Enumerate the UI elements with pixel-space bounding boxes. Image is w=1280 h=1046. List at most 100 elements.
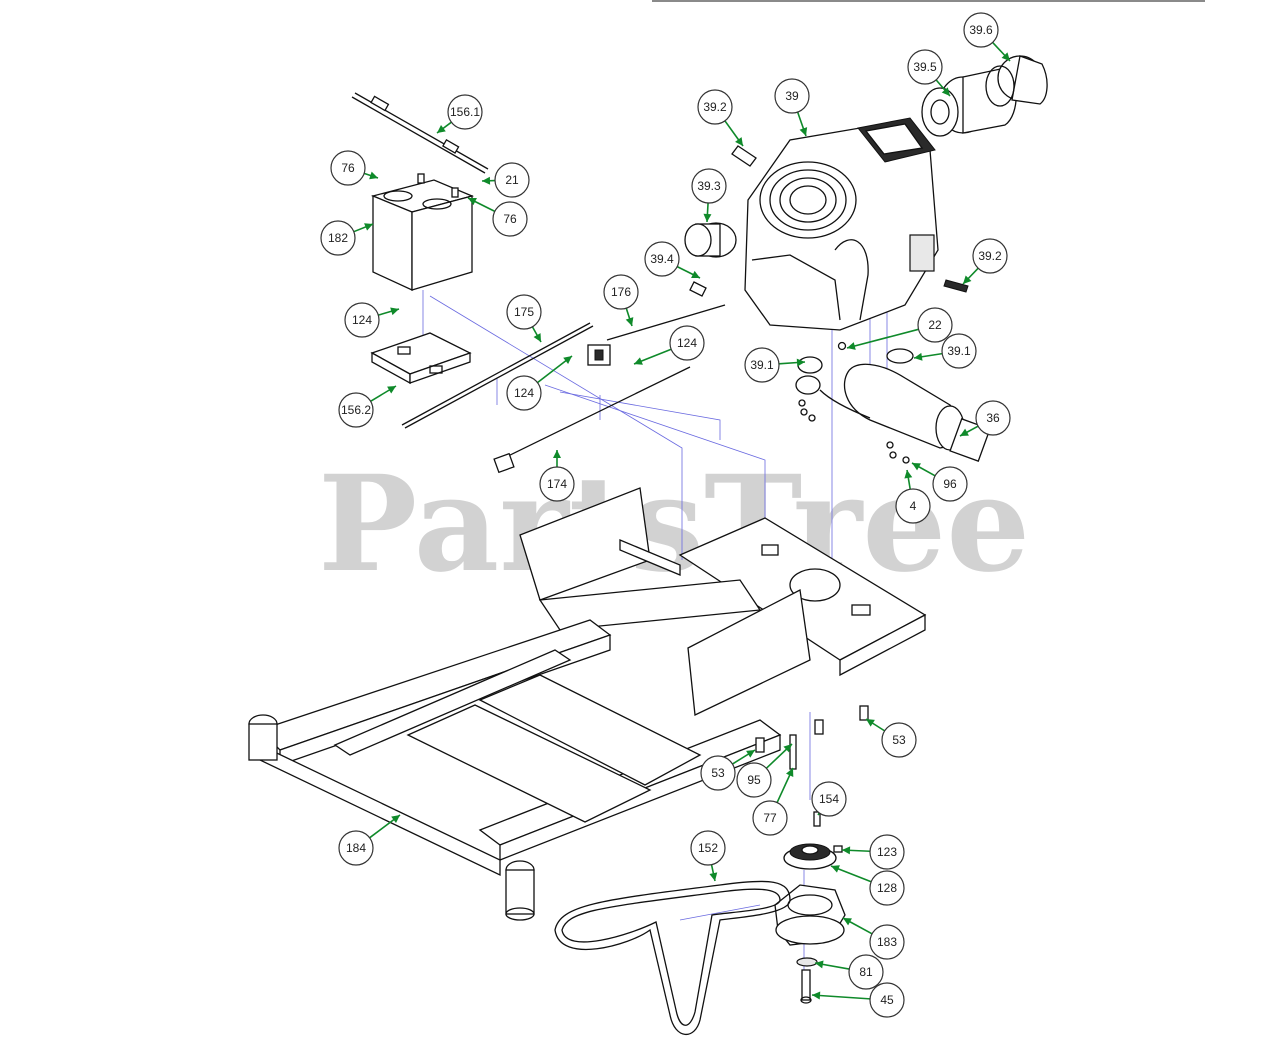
callout-39-2[interactable]: 39.2 — [962, 238, 1008, 285]
leader-arrow — [553, 450, 561, 458]
callout-39-1[interactable]: 39.1 — [744, 347, 806, 383]
callout-123[interactable]: 123 — [841, 834, 905, 870]
callout-4[interactable]: 4 — [895, 469, 931, 524]
leader-arrow — [703, 213, 712, 222]
callout-label: 156.2 — [341, 403, 371, 417]
callout-124[interactable]: 124 — [506, 355, 573, 411]
callout-label: 183 — [877, 935, 897, 949]
callout-label: 152 — [698, 841, 718, 855]
callout-bubble — [848, 954, 884, 990]
leader-arrow — [843, 918, 852, 926]
callout-182[interactable]: 182 — [320, 220, 374, 256]
leader-arrow — [847, 342, 856, 350]
air-filter — [921, 67, 1017, 137]
callout-154[interactable]: 154 — [811, 781, 847, 817]
leader-arrow — [391, 815, 400, 823]
callout-bubble — [603, 274, 639, 310]
callout-bubble — [539, 466, 575, 502]
leader-arrow — [390, 307, 399, 316]
callout-label: 39.1 — [750, 358, 774, 372]
leader-arrow — [625, 317, 634, 326]
callout-bubble — [338, 830, 374, 866]
callout-bubble — [492, 201, 528, 237]
callout-36[interactable]: 36 — [959, 400, 1011, 437]
callout-bubble — [691, 168, 727, 204]
leader-arrow — [866, 719, 875, 727]
callout-label: 81 — [859, 965, 873, 979]
muffler — [795, 348, 991, 462]
callout-152[interactable]: 152 — [690, 830, 726, 882]
callout-95[interactable]: 95 — [736, 743, 793, 798]
callout-bubble — [330, 150, 366, 186]
leader-arrow — [796, 358, 805, 367]
callout-label: 124 — [677, 336, 697, 350]
callout-39-3[interactable]: 39.3 — [691, 168, 727, 223]
callout-77[interactable]: 77 — [752, 767, 794, 836]
callout-label: 96 — [943, 477, 957, 491]
callout-21[interactable]: 21 — [481, 162, 530, 198]
callout-175[interactable]: 175 — [506, 294, 542, 343]
leader-arrow — [799, 127, 808, 136]
battery — [370, 173, 475, 292]
leader-arrow — [533, 333, 541, 342]
callout-bubble — [869, 870, 905, 906]
battery-hold-down-rod — [351, 92, 489, 174]
callout-label: 4 — [910, 499, 917, 513]
callout-39-4[interactable]: 39.4 — [644, 241, 701, 279]
callout-128[interactable]: 128 — [830, 865, 905, 906]
callout-bubble — [811, 781, 847, 817]
callout-bubble — [895, 488, 931, 524]
watermark: PartsTree — [318, 447, 1030, 602]
leader-line — [811, 994, 871, 1000]
callout-label: 176 — [611, 285, 631, 299]
leader-arrow — [904, 470, 913, 479]
callout-bubble — [941, 333, 977, 369]
callout-label: 39.4 — [650, 252, 674, 266]
callout-bubble — [869, 982, 905, 1018]
callout-label: 22 — [928, 318, 942, 332]
callout-176[interactable]: 176 — [603, 274, 639, 327]
callout-label: 39.2 — [978, 249, 1002, 263]
callout-label: 39.1 — [947, 344, 971, 358]
callout-label: 76 — [341, 161, 355, 175]
callout-76[interactable]: 76 — [467, 197, 528, 237]
callout-bubble — [320, 220, 356, 256]
callout-53[interactable]: 53 — [865, 718, 917, 758]
callout-label: 174 — [547, 477, 567, 491]
callout-bubble — [338, 392, 374, 428]
callout-81[interactable]: 81 — [814, 954, 884, 990]
callout-bubble — [736, 762, 772, 798]
callout-bubble — [506, 294, 542, 330]
leader-arrow — [960, 428, 969, 436]
callout-label: 39 — [785, 89, 799, 103]
callout-label: 182 — [328, 231, 348, 245]
callout-39-5[interactable]: 39.5 — [907, 49, 951, 97]
callout-53[interactable]: 53 — [700, 749, 756, 791]
callout-39-1[interactable]: 39.1 — [913, 333, 977, 369]
callout-156-1[interactable]: 156.1 — [436, 94, 483, 134]
leader-arrow — [842, 846, 851, 855]
oil-filter — [684, 222, 737, 258]
callout-22[interactable]: 22 — [846, 307, 953, 350]
leader-arrow — [364, 223, 373, 231]
callout-183[interactable]: 183 — [842, 917, 905, 960]
callout-174[interactable]: 174 — [539, 450, 575, 502]
callout-39[interactable]: 39 — [774, 78, 810, 137]
callout-bubble — [669, 325, 705, 361]
callout-label: 123 — [877, 845, 897, 859]
callout-bubble — [869, 924, 905, 960]
callout-96[interactable]: 96 — [911, 462, 968, 502]
callout-184[interactable]: 184 — [338, 814, 401, 866]
callout-label: 39.2 — [703, 100, 727, 114]
callout-label: 128 — [877, 881, 897, 895]
callout-124[interactable]: 124 — [633, 325, 705, 365]
callout-39-2[interactable]: 39.2 — [697, 89, 744, 147]
callout-39-6[interactable]: 39.6 — [963, 12, 1011, 62]
callout-76[interactable]: 76 — [330, 150, 379, 186]
callout-45[interactable]: 45 — [811, 982, 905, 1018]
callout-124[interactable]: 124 — [344, 302, 400, 338]
leader-arrow — [735, 137, 743, 146]
callout-156-2[interactable]: 156.2 — [338, 385, 397, 428]
callout-bubble — [644, 241, 680, 277]
